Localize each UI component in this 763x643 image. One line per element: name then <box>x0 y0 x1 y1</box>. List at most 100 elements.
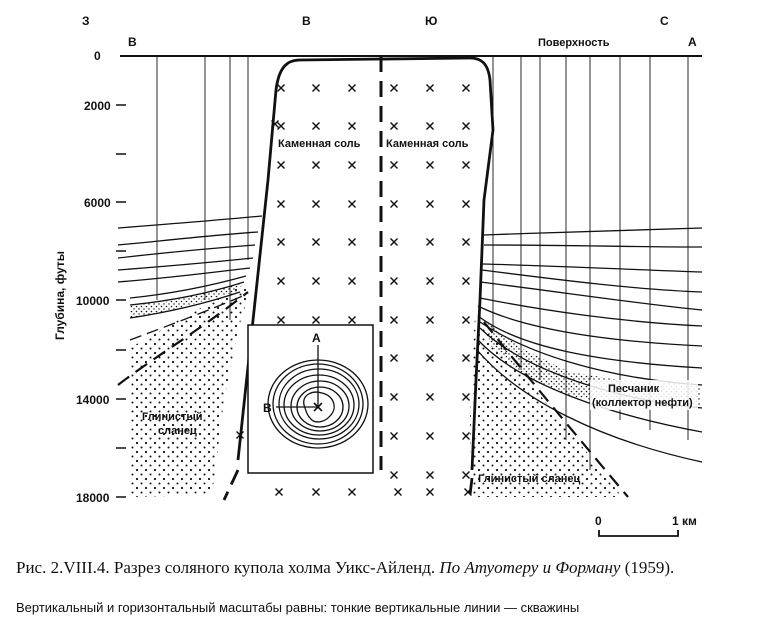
salt-markers <box>236 84 472 496</box>
inset-label-a: А <box>312 331 321 345</box>
shale-label-left-line2: сланец <box>158 425 197 437</box>
salt-x-marker <box>462 122 470 130</box>
direction-south-label: Ю <box>425 14 437 28</box>
salt-x-marker <box>312 122 320 130</box>
sandstone-label-line1: Песчаник <box>608 383 660 395</box>
salt-x-marker <box>462 354 470 362</box>
salt-x-marker <box>348 277 356 285</box>
salt-x-marker <box>236 431 244 439</box>
caption-year: (1959). <box>624 558 675 577</box>
salt-x-marker <box>390 471 398 479</box>
salt-x-marker <box>312 277 320 285</box>
shale-boundary-left <box>117 291 249 386</box>
salt-x-marker <box>348 488 356 496</box>
salt-x-marker <box>390 84 398 92</box>
salt-x-marker <box>390 122 398 130</box>
salt-x-marker <box>312 238 320 246</box>
salt-x-marker <box>348 122 356 130</box>
depth-axis: Глубина, футы 0 2000 6000 10000 14000 18… <box>53 49 126 505</box>
caption-title: Разрез соляного купола холма Уикс-Айленд… <box>113 558 436 577</box>
tick-label-10000: 10000 <box>76 294 110 308</box>
salt-x-marker <box>275 488 283 496</box>
section-end-right-label: А <box>688 35 697 49</box>
scale-one-km-label: 1 км <box>672 514 697 528</box>
salt-x-marker <box>271 120 279 128</box>
direction-west-label: З <box>82 14 90 28</box>
salt-x-marker <box>348 84 356 92</box>
salt-x-marker <box>277 122 285 130</box>
salt-x-marker <box>390 277 398 285</box>
figure-caption-note: Вертикальный и горизонтальный масштабы р… <box>16 600 580 615</box>
salt-x-marker <box>312 161 320 169</box>
sand-lens-left <box>130 283 240 318</box>
shale-boundary-right <box>483 321 629 498</box>
salt-x-marker <box>312 84 320 92</box>
inset-label-b: В <box>263 401 272 415</box>
salt-x-marker <box>462 432 470 440</box>
scale-bar: 0 1 км <box>595 514 697 537</box>
salt-x-marker <box>277 238 285 246</box>
salt-x-marker <box>426 471 434 479</box>
rock-salt-label-right: Каменная соль <box>386 138 469 150</box>
figure-caption: Рис. 2.VIII.4. Разрез соляного купола хо… <box>16 557 751 578</box>
salt-x-marker <box>348 161 356 169</box>
tick-label-18000: 18000 <box>76 491 110 505</box>
shale-area-left <box>130 283 250 497</box>
salt-x-marker <box>277 161 285 169</box>
tick-label-0: 0 <box>94 49 101 63</box>
salt-x-marker <box>426 238 434 246</box>
salt-x-marker <box>390 354 398 362</box>
salt-x-marker <box>390 393 398 401</box>
salt-x-marker <box>277 316 285 324</box>
shale-label-left-line1: Глинистый <box>142 411 203 423</box>
salt-x-marker <box>462 238 470 246</box>
direction-east-label: В <box>302 14 311 28</box>
section-end-left-label: В <box>128 35 137 49</box>
salt-x-marker <box>426 200 434 208</box>
rock-salt-label-left: Каменная соль <box>278 138 361 150</box>
salt-x-marker <box>426 354 434 362</box>
surface-label: Поверхность <box>538 37 610 49</box>
salt-x-marker <box>277 84 285 92</box>
salt-x-marker <box>390 432 398 440</box>
shale-label-right: Глинистый сланец <box>478 473 581 485</box>
salt-x-marker <box>390 238 398 246</box>
salt-dome-flank-left-dashed <box>222 469 240 501</box>
salt-x-marker <box>348 238 356 246</box>
salt-x-marker <box>462 393 470 401</box>
salt-x-marker <box>277 200 285 208</box>
salt-dome-outline <box>236 56 495 471</box>
salt-x-marker <box>426 122 434 130</box>
salt-dome-flank-right-dashed <box>468 477 474 496</box>
salt-x-marker <box>464 488 472 496</box>
salt-x-marker <box>390 161 398 169</box>
salt-x-marker <box>348 200 356 208</box>
salt-x-marker <box>462 316 470 324</box>
caption-figure-number: Рис. 2.VIII.4. <box>16 558 110 577</box>
salt-x-marker <box>348 316 356 324</box>
salt-x-marker <box>462 200 470 208</box>
depth-axis-title: Глубина, футы <box>53 251 67 340</box>
salt-x-marker <box>462 277 470 285</box>
tick-label-2000: 2000 <box>84 99 111 113</box>
salt-x-marker <box>462 84 470 92</box>
salt-x-marker <box>426 161 434 169</box>
strata-left <box>117 215 263 341</box>
salt-x-marker <box>426 393 434 401</box>
salt-x-marker <box>462 471 470 479</box>
sandstone-label-line2: (коллектор нефти) <box>592 397 693 409</box>
inset-map: А В <box>247 324 374 474</box>
salt-x-marker <box>426 277 434 285</box>
salt-x-marker <box>390 316 398 324</box>
salt-x-marker <box>277 277 285 285</box>
salt-x-marker <box>312 316 320 324</box>
salt-x-marker <box>394 488 402 496</box>
salt-x-marker <box>312 488 320 496</box>
tick-label-14000: 14000 <box>76 393 110 407</box>
tick-label-6000: 6000 <box>84 196 111 210</box>
salt-x-marker <box>426 488 434 496</box>
salt-x-marker <box>312 200 320 208</box>
salt-x-marker <box>390 200 398 208</box>
caption-authors: По Атуотеру и Форману <box>439 558 621 577</box>
